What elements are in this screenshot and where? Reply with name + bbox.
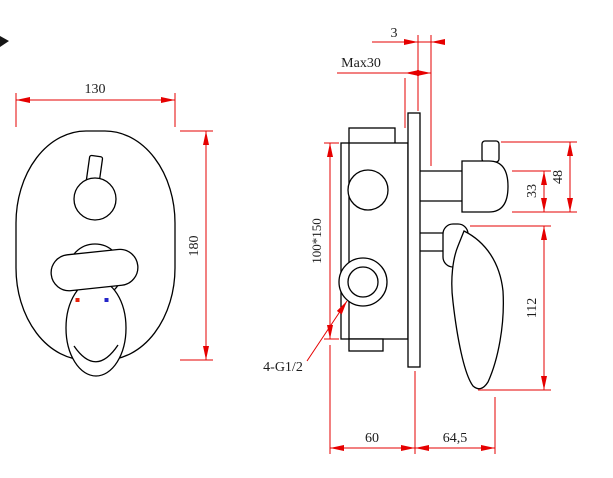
diverter-button-side <box>481 140 500 163</box>
dim-label-outlet-offset: 33 <box>525 184 540 198</box>
handle-lever-side <box>451 230 504 390</box>
dim-label-outlet-height: 48 <box>551 170 566 184</box>
dim-label-handle-length: 112 <box>525 298 540 318</box>
dim-width-130: 130 <box>15 82 176 127</box>
valve-body-step-top <box>348 127 396 145</box>
dim-label-width: 130 <box>85 82 106 97</box>
inlet-port-circle <box>347 169 389 211</box>
side-view <box>338 112 509 390</box>
thread-callout: 4-G1/2 <box>263 300 348 375</box>
dim-height-180: 180 <box>180 130 213 361</box>
cold-indicator-dot <box>104 298 109 302</box>
valve-body-step-bottom <box>348 338 384 352</box>
dim-label-plate-gap: 3 <box>391 26 398 41</box>
hot-indicator-dot <box>75 298 80 302</box>
diverter-knob <box>73 177 117 221</box>
dim-label-body: 100*150 <box>309 218 324 264</box>
dim-max-wall: Max30 <box>337 56 431 76</box>
wall-plate-side <box>407 112 421 368</box>
dim-outlet-offset-33: 33 <box>512 170 551 212</box>
dim-handle-length-112: 112 <box>470 225 551 391</box>
thread-port-inner <box>347 266 379 298</box>
handle-grip-inner-line <box>73 344 119 363</box>
dim-label-max-wall: Max30 <box>341 56 381 71</box>
front-view <box>15 130 176 377</box>
dim-outlet-height-48: 48 <box>501 141 577 213</box>
scan-artifact <box>0 36 9 47</box>
dim-label-handle-depth: 64,5 <box>443 431 468 446</box>
dim-label-height: 180 <box>187 236 202 257</box>
dim-handle-depth-64-5: 64,5 <box>415 397 496 454</box>
leader-line <box>306 300 348 362</box>
diverter-housing <box>461 160 509 213</box>
handle-lever <box>50 248 139 292</box>
dim-body-depth-60: 60 <box>329 345 416 454</box>
dim-body-100x150: 100*150 <box>309 142 339 340</box>
thread-callout-label: 4-G1/2 <box>263 360 303 375</box>
dim-label-body-depth: 60 <box>365 431 379 446</box>
